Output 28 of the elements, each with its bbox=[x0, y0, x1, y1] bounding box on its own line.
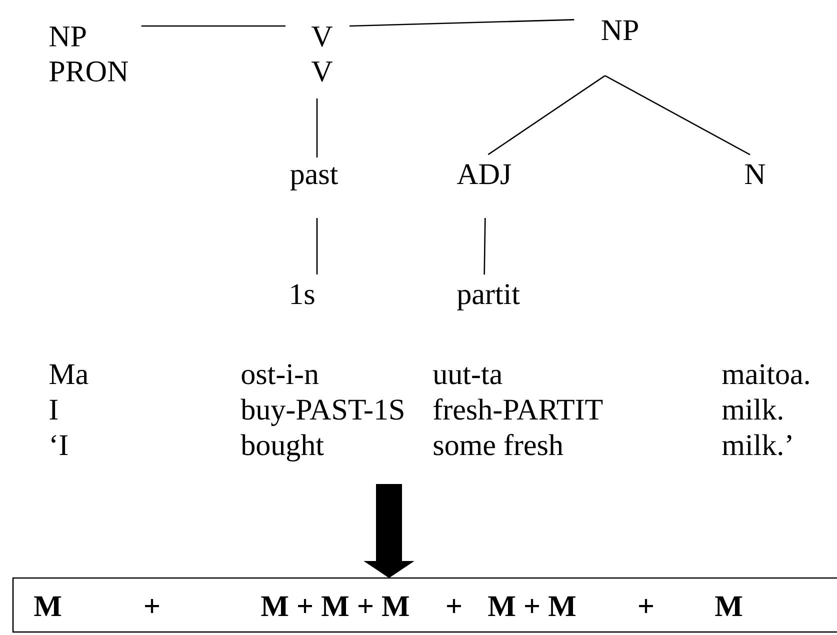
gloss-text: ‘I bbox=[52, 435, 68, 455]
morpheme-box: M + M + M + M + M + M + M bbox=[12, 577, 837, 633]
gloss-text: fresh-PARTIT bbox=[434, 398, 603, 420]
tree-line bbox=[349, 19, 574, 27]
tree-label: ADJ bbox=[456, 164, 512, 184]
tree-label: V V bbox=[312, 26, 332, 82]
tree-label: 1s bbox=[291, 284, 314, 304]
tree-label: partit bbox=[457, 284, 520, 310]
tree-label: NP bbox=[602, 20, 638, 40]
gloss-text: maitoa. bbox=[722, 364, 809, 384]
gloss-text: bought bbox=[240, 434, 324, 462]
tree-line bbox=[316, 218, 318, 275]
tree-line bbox=[488, 75, 606, 156]
gloss-text: buy-PAST-1S bbox=[240, 398, 404, 426]
tree-label: NP PRON bbox=[50, 26, 128, 82]
tree-label: past bbox=[290, 167, 338, 190]
tree-line bbox=[604, 75, 750, 156]
tree-line bbox=[484, 218, 486, 274]
gloss-text: milk. bbox=[722, 398, 782, 420]
gloss-text: uut-ta bbox=[433, 367, 502, 384]
gloss-text: ost-i-n bbox=[242, 364, 319, 384]
gloss-text: Ma bbox=[50, 364, 88, 384]
tree-label: N bbox=[745, 164, 766, 184]
gloss-text: some fresh bbox=[434, 434, 564, 456]
gloss-text: milk.’ bbox=[722, 434, 792, 456]
tree-line bbox=[316, 98, 318, 158]
gloss-text: I bbox=[50, 400, 58, 420]
tree-line bbox=[141, 25, 286, 27]
